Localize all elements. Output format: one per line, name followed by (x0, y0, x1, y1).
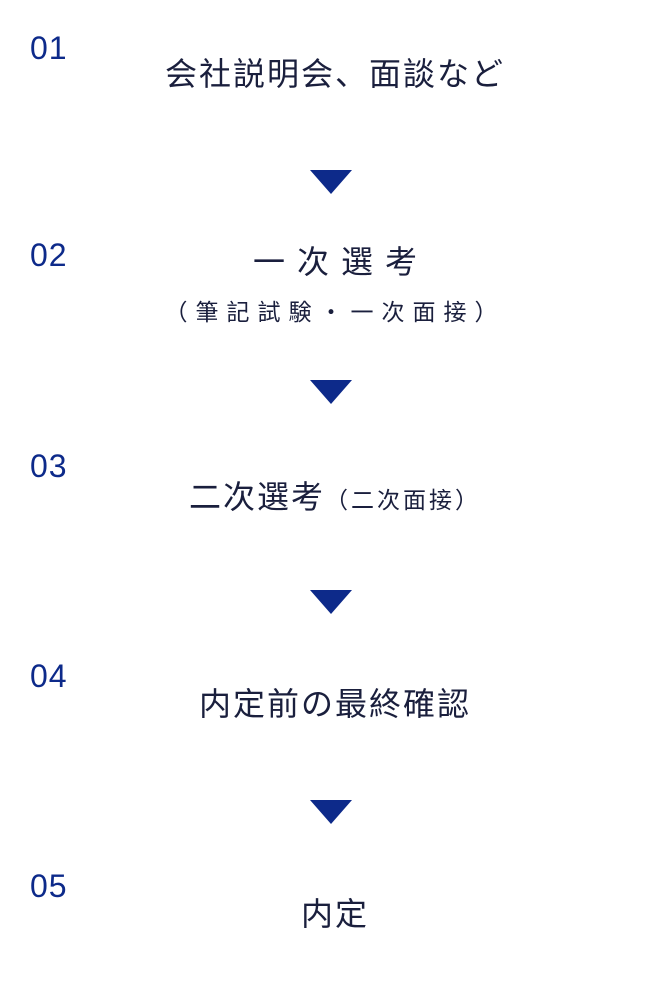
step-title-03: 二次選考（二次面接） (0, 481, 670, 513)
step-title-03-main: 二次選考 (188, 478, 325, 516)
step-title-01: 会社説明会、面談など (164, 55, 505, 93)
step-number-02: 02 (30, 237, 68, 273)
step-number-03: 03 (30, 448, 68, 484)
step-title-02: 一次選考 (252, 243, 429, 281)
step-subtitle-03: （二次面接） (325, 488, 481, 514)
down-arrow-icon (310, 170, 352, 194)
down-arrow-icon (310, 590, 352, 614)
down-arrow-icon (310, 800, 352, 824)
step-number-05: 05 (30, 868, 68, 904)
step-subtitle-02: （筆記試験・一次面接） (164, 300, 506, 326)
step-number-01: 01 (30, 30, 68, 66)
step-title-05: 内定 (300, 895, 369, 933)
down-arrow-icon (310, 380, 352, 404)
step-number-04: 04 (30, 658, 68, 694)
step-title-04: 内定前の最終確認 (198, 685, 471, 723)
